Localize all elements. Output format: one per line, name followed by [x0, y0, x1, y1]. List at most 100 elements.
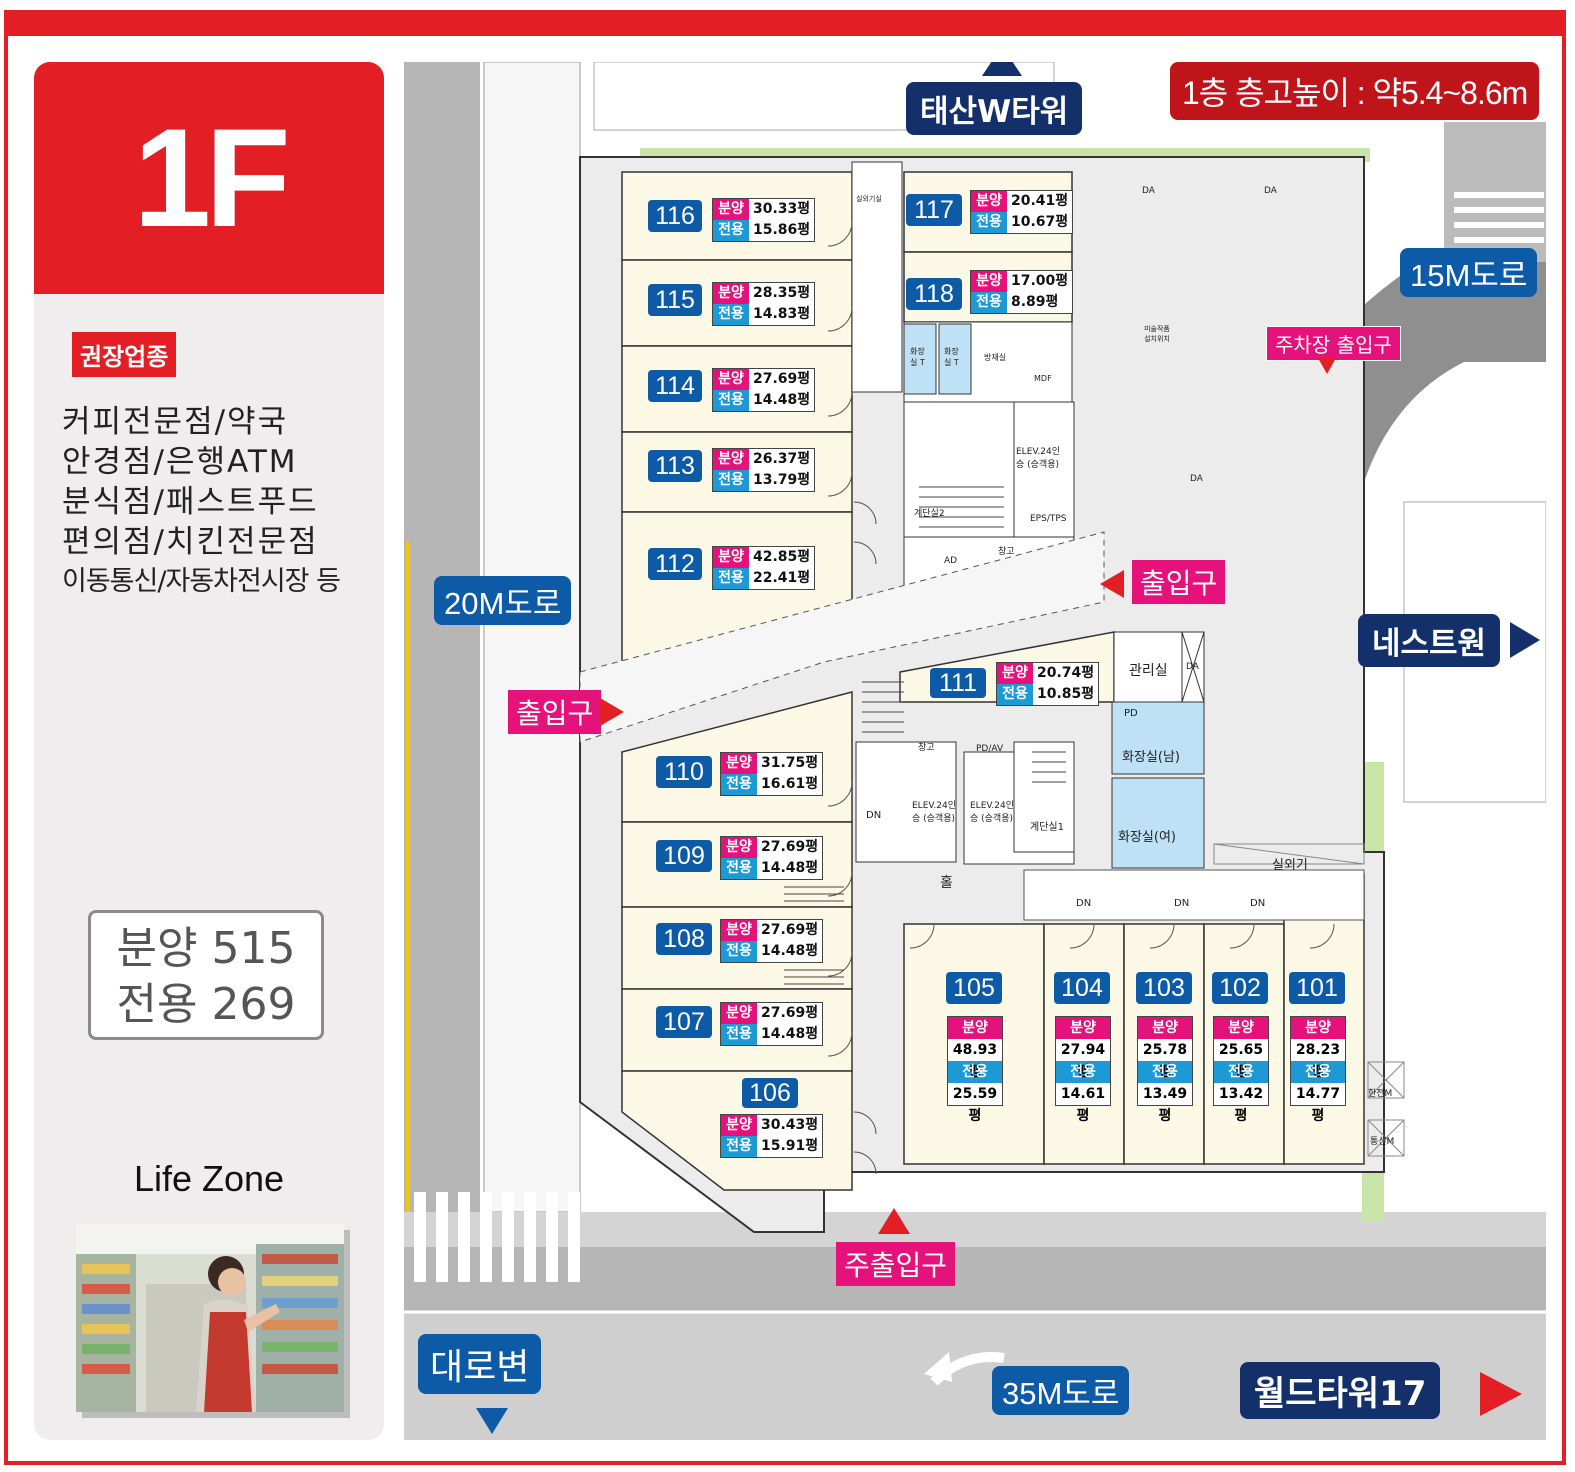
dn-label: DN — [866, 810, 882, 821]
ad-label: AD — [944, 556, 958, 566]
total-use: 전용 269 — [116, 979, 296, 1030]
unit-number: 113 — [648, 450, 702, 482]
unit-number: 109 — [656, 840, 712, 872]
right-arrow-icon — [600, 698, 624, 726]
floor-plan-map: 관리실 화장실(남) 화장실(여) 홀 실외기 계단실1 계단실2 EPS/TP… — [404, 62, 1546, 1440]
unit-number: 102 — [1212, 972, 1268, 1004]
total-area-box: 분양 515 전용 269 — [88, 910, 324, 1040]
unit-area-tag: 분양 25.78평 전용 13.49평 — [1137, 1016, 1193, 1124]
right-arrow-icon — [1480, 1372, 1522, 1416]
outdoor-unit-room-label: 실외기실 — [856, 195, 882, 203]
total-sale: 분양 515 — [116, 923, 296, 974]
da-label: DA — [1186, 662, 1199, 672]
sculpture-label: 미술작품 설치위치 — [1144, 325, 1170, 343]
unit-number: 114 — [648, 370, 702, 402]
restroom-t-label: 화장실 T — [944, 347, 959, 367]
eps-label: EPS/TPS — [1030, 514, 1067, 524]
unit-area-tag: 분양 27.94평 전용 14.61평 — [1055, 1016, 1111, 1124]
unit-number: 115 — [648, 284, 702, 316]
floor-title: 1F — [34, 62, 384, 294]
tongsin-label: 통신M — [1370, 1137, 1395, 1147]
unit-number: 106 — [742, 1078, 798, 1108]
stair1-label: 계단실1 — [1030, 822, 1064, 833]
east-entrance-label: 출입구 — [1132, 560, 1226, 604]
hanjeon-label: 한전M — [1368, 1089, 1393, 1099]
recommended-badge: 권장업종 — [72, 332, 177, 377]
unit-area-tag: 분양 48.93평 전용 25.59평 — [947, 1016, 1003, 1124]
da-label: DA — [1142, 186, 1155, 196]
pd-label: PD — [1124, 708, 1138, 719]
up-arrow-icon — [878, 1208, 910, 1234]
unit-number: 117 — [906, 194, 962, 226]
elevator-label: ELEV.24인승 (승객용) — [970, 801, 1014, 824]
southeast-building-label: 월드타워17 — [1240, 1362, 1441, 1419]
up-arrow-icon — [982, 62, 1022, 76]
unit-number: 101 — [1289, 972, 1345, 1004]
unit-number: 104 — [1054, 972, 1110, 1004]
da-label: DA — [1190, 474, 1203, 484]
restroom-t-label: 화장실 T — [910, 347, 925, 367]
elevator-label: ELEV.24인승 (승객용) — [1016, 447, 1060, 470]
convenience-store-photo — [76, 1224, 344, 1412]
mdf-label: MDF — [1034, 374, 1052, 383]
dn-label: DN — [1250, 898, 1266, 909]
stair2-label: 계단실2 — [914, 509, 945, 519]
unit-area-tag: 분양 28.23평 전용 14.77평 — [1290, 1016, 1346, 1124]
recommended-line: 안경점/은행ATM — [62, 444, 298, 480]
west-entrance-label: 출입구 — [508, 690, 602, 734]
pdav-label: PD/AV — [976, 744, 1004, 754]
restroom-women-label: 화장실(여) — [1118, 830, 1176, 845]
management-office-label: 관리실 — [1129, 663, 1168, 679]
east-building-label: 네스트원 — [1358, 614, 1501, 667]
info-panel: 1F 권장업종 커피전문점/약국 안경점/은행ATM 분식점/패스트푸드 편의점… — [34, 62, 384, 1440]
down-arrow-icon — [1318, 358, 1336, 374]
unit-number: 110 — [656, 756, 712, 788]
unit-number: 107 — [656, 1006, 712, 1038]
elevator-label: ELEV.24인승 (승객용) — [912, 801, 956, 824]
hall-label: 홀 — [940, 875, 953, 891]
right-arrow-icon — [1510, 622, 1540, 658]
left-arrow-icon — [1100, 570, 1124, 598]
dn-label: DN — [1174, 898, 1190, 909]
site-plan-drawing — [404, 62, 1546, 1440]
north-building-label: 태산W타워 — [906, 82, 1083, 135]
road-15m-label: 15M도로 — [1400, 248, 1538, 297]
storage-label: 창고 — [998, 547, 1015, 557]
unit-number: 118 — [906, 278, 962, 310]
parking-entrance-label: 주차장 출입구 — [1266, 326, 1401, 361]
unit-number: 103 — [1136, 972, 1192, 1004]
storage-label: 창고 — [918, 743, 935, 753]
recommended-list: 커피전문점/약국 안경점/은행ATM 분식점/패스트푸드 편의점/치킨전문점 이… — [62, 402, 362, 602]
recommended-line: 분식점/패스트푸드 — [62, 484, 319, 520]
recommended-line: 커피전문점/약국 — [62, 404, 289, 440]
dn-label: DN — [1076, 898, 1092, 909]
recommended-line: 이동통신/자동차전시장 등 — [62, 566, 341, 597]
main-road-label: 대로변 — [418, 1334, 542, 1394]
disaster-room-label: 방재실 — [984, 353, 1007, 362]
page-frame — [4, 10, 1566, 1465]
road-35m-label: 35M도로 — [992, 1366, 1130, 1415]
life-zone-title: Life Zone — [133, 1158, 285, 1199]
unit-number: 105 — [946, 972, 1002, 1004]
main-entrance-label: 주출입구 — [836, 1242, 956, 1286]
da-label: DA — [1264, 186, 1277, 196]
unit-number: 112 — [648, 548, 702, 580]
unit-number: 111 — [930, 668, 986, 698]
down-arrow-icon — [476, 1408, 508, 1434]
unit-number: 116 — [648, 200, 702, 232]
outdoor-unit-label: 실외기 — [1272, 858, 1308, 873]
road-20m-label: 20M도로 — [434, 576, 572, 625]
